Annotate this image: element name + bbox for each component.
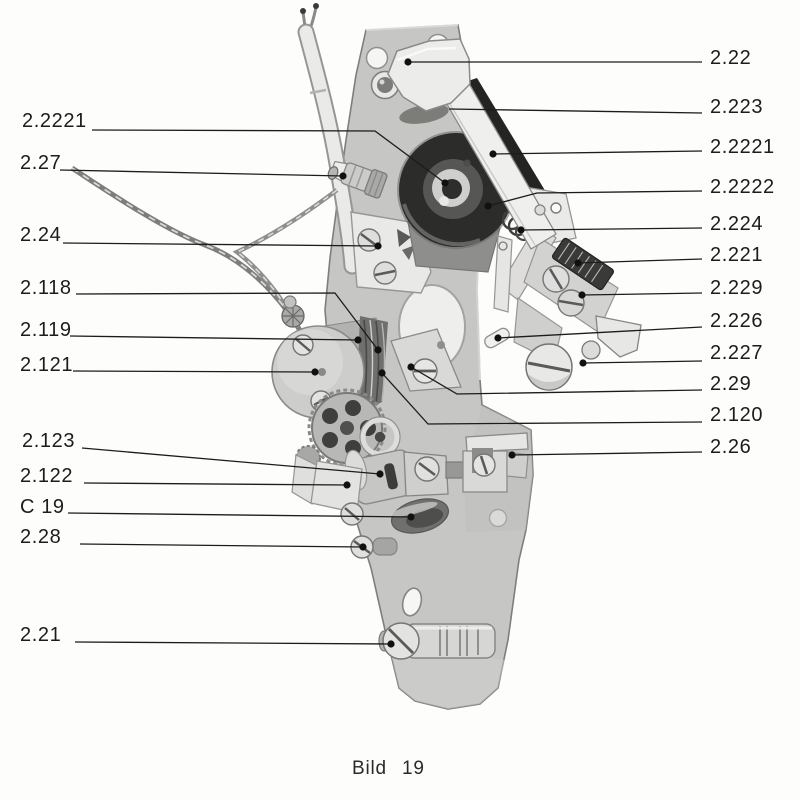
top-lever <box>387 38 471 124</box>
contact-assembly <box>484 185 642 391</box>
screw-2-21 <box>378 622 496 660</box>
part-label-2-224: 2.224 <box>710 213 764 235</box>
capacitor-c19 <box>390 498 450 534</box>
part-label-2-24: 2.24 <box>20 224 62 246</box>
part-label-2-27: 2.27 <box>20 152 62 174</box>
bracket-2-122 <box>310 460 364 526</box>
part-label-2-229: 2.229 <box>710 277 764 299</box>
part-label-2-223: 2.223 <box>710 96 764 118</box>
part-label-2-118: 2.118 <box>20 277 72 299</box>
plunger-2-27 <box>327 160 388 199</box>
part-label-2-28: 2.28 <box>20 526 62 548</box>
part-label-2-119: 2.119 <box>20 319 72 341</box>
part-label-2-29: 2.29 <box>710 373 752 395</box>
part-label-2-122: 2.122 <box>20 465 74 487</box>
part-label-2-21: 2.21 <box>20 624 62 646</box>
clamp-2-26 <box>462 432 529 493</box>
part-label-2-2221-left: 2.2221 <box>22 110 87 132</box>
part-label-2-22: 2.22 <box>710 47 752 69</box>
part-label-2-2222: 2.2222 <box>710 176 775 198</box>
part-label-c19: C 19 <box>20 496 65 518</box>
gear-train <box>291 388 401 505</box>
part-label-2-26: 2.26 <box>710 436 752 458</box>
figure-caption: Bild 19 <box>352 758 425 779</box>
part-label-2-121: 2.121 <box>20 354 74 376</box>
part-label-2-221: 2.221 <box>710 244 764 266</box>
leader-dots <box>311 58 587 648</box>
leader-lines <box>59 61 703 645</box>
part-label-2-227: 2.227 <box>710 342 764 364</box>
cable-assembly <box>70 3 361 355</box>
part-label-2-120: 2.120 <box>710 404 764 426</box>
part-label-2-123: 2.123 <box>22 430 76 452</box>
part-label-2-2221-right: 2.2221 <box>710 136 775 158</box>
bracket-2-29 <box>390 328 462 392</box>
part-label-2-226: 2.226 <box>710 310 764 332</box>
rotor-2-123 <box>344 449 485 505</box>
